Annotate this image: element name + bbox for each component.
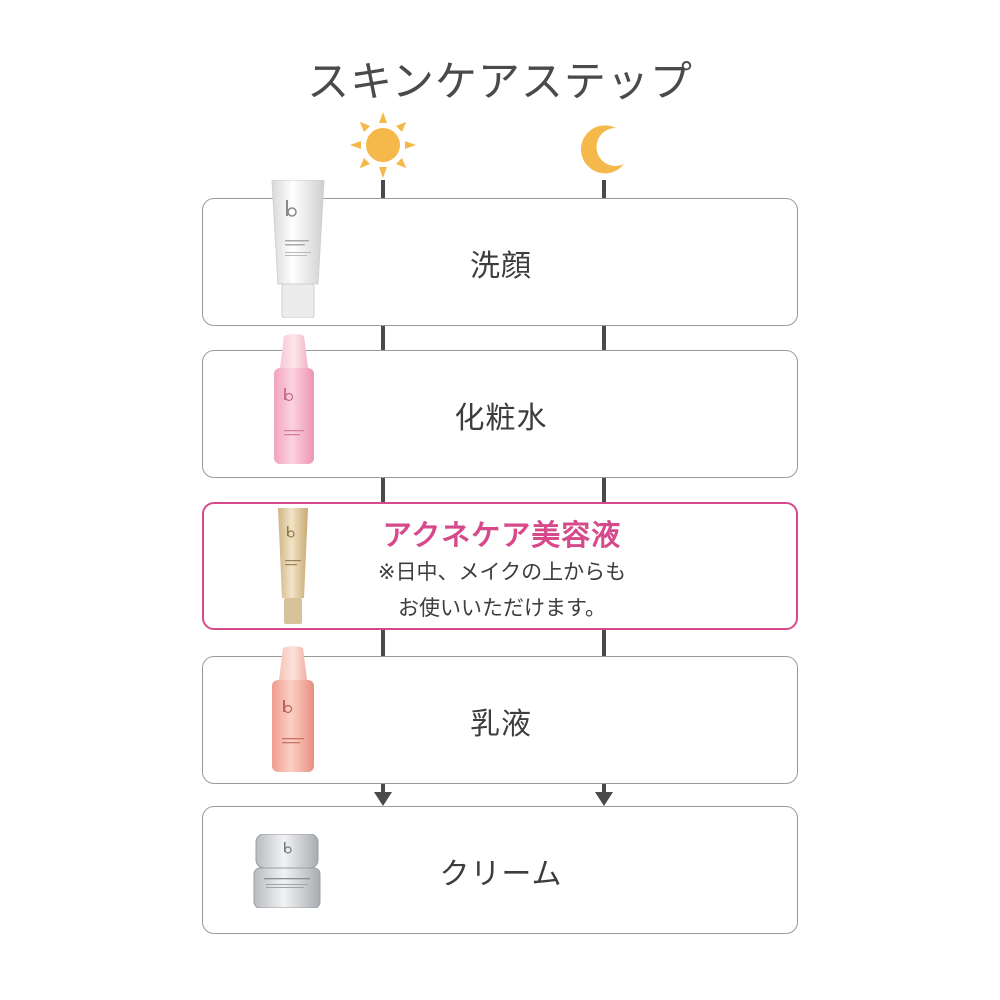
night-line-segment	[602, 478, 606, 502]
day-line-segment	[381, 326, 385, 350]
night-line-segment	[602, 180, 606, 198]
coral-emulsion-bottle-image	[272, 646, 314, 772]
step-note-line1: ※日中、メイクの上からも	[377, 560, 627, 584]
day-arrow-down-icon	[374, 792, 392, 806]
step-label-highlight: アクネケア美容液	[382, 518, 622, 552]
gold-serum-tube-image	[278, 508, 308, 624]
day-line-segment	[381, 180, 385, 198]
cleansing-foam-tube-image	[271, 180, 325, 318]
moon-icon	[581, 125, 624, 174]
step-label: 化粧水	[454, 401, 548, 436]
step-label: 乳液	[470, 707, 532, 742]
silver-cream-jar-image	[253, 834, 321, 908]
night-line-segment	[602, 326, 606, 350]
step-note-line2: お使いいただけます。	[398, 596, 606, 620]
day-line-segment	[381, 630, 385, 656]
night-arrow-down-icon	[595, 792, 613, 806]
day-line-segment	[381, 478, 385, 502]
night-line-segment	[602, 630, 606, 656]
pink-lotion-bottle-image	[274, 334, 314, 464]
step-label: 洗顔	[470, 249, 532, 284]
night-line-segment	[602, 784, 606, 792]
day-line-segment	[381, 784, 385, 792]
page-title: スキンケアステップ	[307, 57, 693, 106]
sun-icon	[350, 112, 416, 178]
step-label: クリーム	[439, 857, 563, 892]
step-cream: クリーム	[202, 806, 798, 934]
